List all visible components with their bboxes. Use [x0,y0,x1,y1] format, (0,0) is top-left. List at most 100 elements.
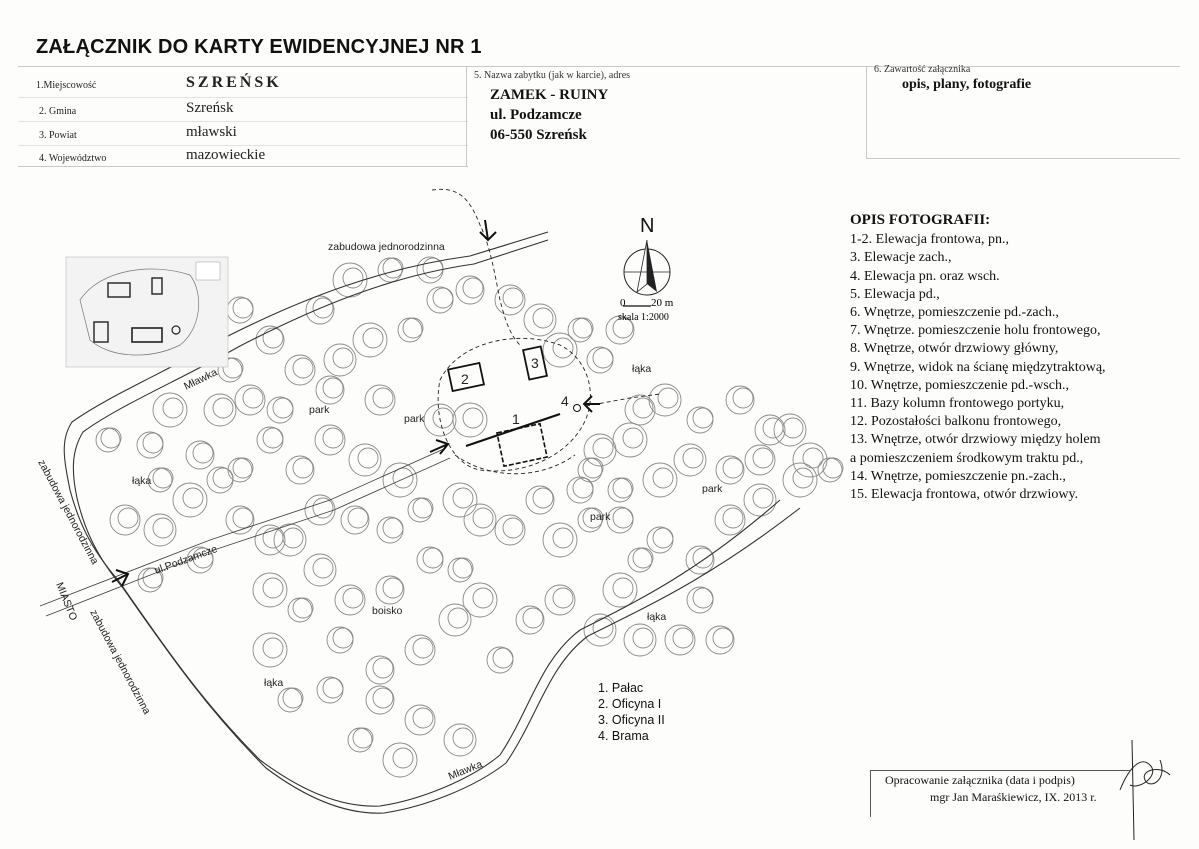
tree-crown [266,396,294,424]
tree-crown [382,257,404,279]
tree-crown [272,397,294,419]
tree-crown [632,547,654,569]
tree-crown [686,586,714,614]
tree-crown [143,513,177,547]
tree-crown [722,457,744,479]
stamp-caption: Opracowanie załącznika (data i podpis) [885,773,1075,787]
section6-label: 6. Zawartość załącznika [874,64,971,75]
tree-crown [762,417,784,439]
tree-crown [192,442,214,464]
label-building-3: 3 [531,355,539,371]
tree-crown [624,394,656,426]
tree-crown [652,527,674,549]
photo-description-line: 7. Wnętrze. pomieszczenie holu frontoweg… [850,323,1101,339]
tree-crown [117,507,139,529]
tree-crown [632,397,654,419]
tree-crown [773,413,807,447]
tree-crown [152,467,174,489]
tree-crown [234,384,266,416]
tree-crown [242,387,264,409]
tree-crown [552,587,574,609]
label-mlawka-bottom: Mławka [447,758,485,783]
road-podzamcze-2 [45,457,451,617]
header-rule-row2 [18,121,468,122]
tree-crown [515,605,545,635]
tree-crown [364,384,396,416]
tree-crown [392,467,414,489]
tree-crown [382,517,404,539]
tree-crown [109,504,141,536]
label-park-4: park [702,483,723,495]
tree-crown [606,506,634,534]
tree-crown [705,625,735,655]
photo-description-line: 15. Elewacja frontowa, otwór drzwiowy. [850,487,1079,503]
tree-crown [423,403,457,437]
tree-crown [652,467,674,489]
castle-moat-dash [454,454,576,475]
label-zabudowa-left-2: zabudowa jednorodzinna [87,608,152,717]
tree-crown [262,427,284,449]
photo-description-line: 13. Wnętrze, otwór drzwiowy między holem [850,432,1101,448]
tree-crown [492,647,514,669]
photo-description-line: 3. Elewacje zach., [850,250,952,266]
tree-crown [522,607,544,629]
tree-crown [725,385,755,415]
tree-crown [462,407,484,429]
header-rule-row3 [18,145,468,146]
photo-description-line: 10. Wnętrze, pomieszczenie pd.-wsch., [850,377,1069,393]
building-oficyna-2 [522,345,548,381]
tree-crown [323,343,357,377]
tree-crown [412,637,434,659]
label-building-4: 4 [561,393,569,409]
tree-crown [682,447,704,469]
tree-crown [407,497,433,523]
photo-description-line: 1-2. Elewacja frontowa, pn., [850,232,1009,248]
tree-crown [692,407,714,429]
tree-crown [673,443,707,477]
tree-crown [455,275,485,305]
tree-crown [447,607,469,629]
site-boundary-2 [122,507,801,814]
legend-item: 4. Brama [598,729,649,743]
building-palac [495,422,549,468]
compass-north-label: N [640,215,654,237]
tree-crown [692,547,714,569]
tree-crown [577,457,603,483]
tree-crown [612,507,634,529]
tree-crown [348,443,382,477]
building-brama [573,404,581,412]
tree-crown [372,387,394,409]
tree-crown [452,557,474,579]
tree-crown [822,457,844,479]
tree-crown [664,624,696,656]
tree-crown [147,467,173,493]
building-palac-wall [465,412,561,448]
tree-crown [232,297,254,319]
tree-crown [347,507,369,529]
tree-crown [714,504,746,536]
tree-crown [340,505,370,535]
label-ul-podzamcze: ul.Podzamcze [153,543,219,577]
photo-description-line: 14. Wnętrze, pomieszczenie pn.-zach., [850,468,1066,484]
label-boisko: boisko [372,605,403,617]
tree-crown [95,427,121,453]
tree-crown [552,527,574,549]
tree-crown [282,687,304,709]
tree-crown [376,516,404,544]
tree-crown [472,507,494,529]
mlawka-river-line-2 [72,239,549,589]
tree-crown [352,727,374,749]
label-laka-left: łąka [132,475,151,487]
tree-symbols [95,256,844,778]
tree-crown [254,524,286,556]
tree-crown [332,627,354,649]
tree-crown [100,427,122,449]
tree-crown [292,597,314,619]
label-zabudowa-left-1: zabudowa jednorodzinna [35,458,100,567]
scale-end: 20 m [651,297,674,309]
tree-crown [334,584,366,616]
tree-crown [646,526,674,554]
tree-crown [277,687,303,713]
tree-crown [532,307,554,329]
tree-crown [322,377,344,399]
